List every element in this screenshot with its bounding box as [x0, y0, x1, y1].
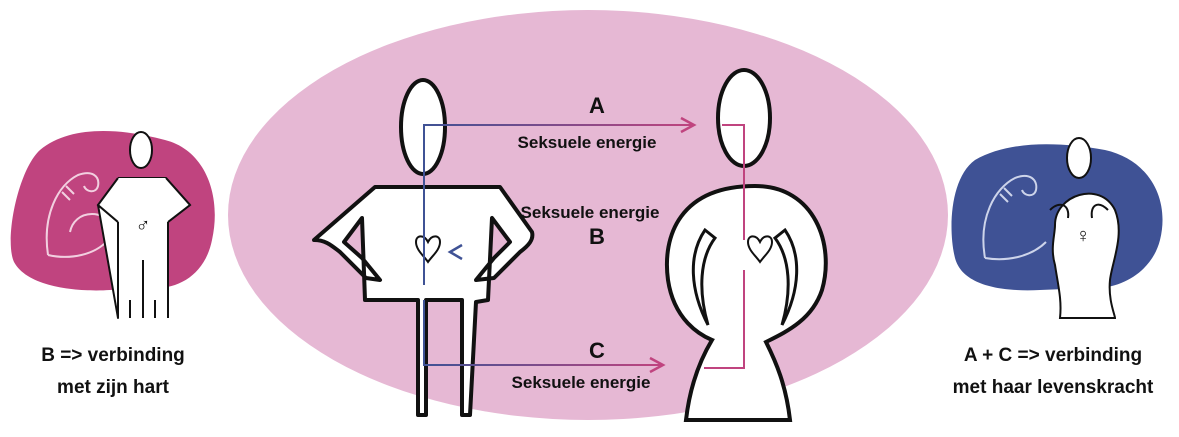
right-caption-line1: A + C => verbinding — [963, 345, 1143, 366]
female-right-arm — [772, 227, 799, 326]
arrow-b — [447, 243, 748, 261]
arrow-b-label: Seksuele energie — [521, 203, 660, 222]
flexed-arm-icon — [982, 174, 1047, 261]
female-body — [664, 183, 828, 422]
female-heart-icon — [746, 235, 774, 264]
left-caption: B => verbinding met zijn hart — [8, 340, 218, 404]
arrow-a-letter: A — [589, 93, 605, 118]
arrow-a — [423, 116, 745, 285]
arrow-c-letter: C — [589, 338, 605, 363]
left-caption-line1: B => verbinding — [41, 345, 185, 366]
arrow-a-label: Seksuele energie — [518, 133, 657, 152]
arrow-b-letter: B — [589, 224, 605, 249]
right-caption-line2: met haar levenskracht — [952, 377, 1154, 398]
right-caption: A + C => verbinding met haar levenskrach… — [928, 340, 1178, 404]
arrow-c-label: Seksuele energie — [512, 373, 651, 392]
left-caption-line2: met zijn hart — [57, 377, 169, 398]
female-left-arm — [691, 227, 718, 326]
male-symbol: ♂ — [136, 215, 151, 237]
male-icon: ♂ — [10, 130, 215, 319]
arrow-c — [423, 270, 745, 374]
female-icon: ♀ — [951, 137, 1163, 319]
male-heart-icon — [414, 235, 442, 264]
female-symbol: ♀ — [1076, 225, 1091, 247]
